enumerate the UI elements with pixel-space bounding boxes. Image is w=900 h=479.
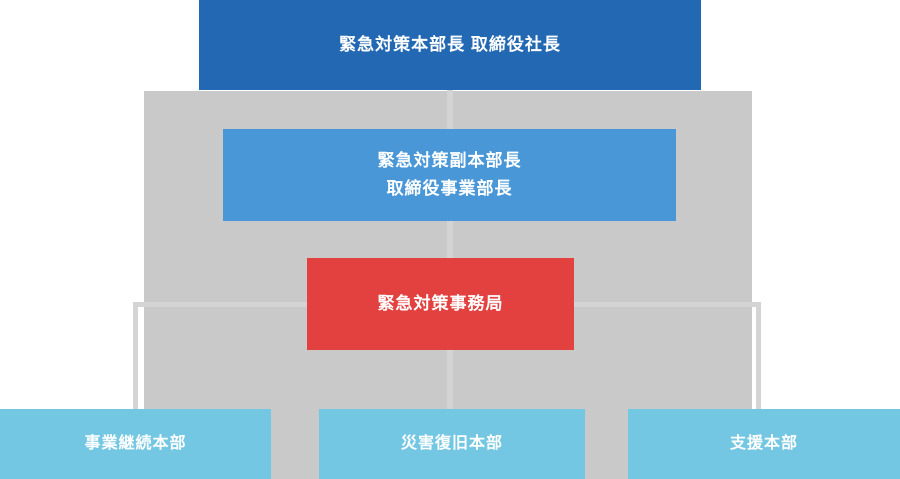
node-hq-chief: 緊急対策本部長 取締役社長 — [199, 0, 701, 90]
node-division-support-label: 支援本部 — [729, 435, 798, 452]
connector-branch-right-v — [756, 302, 761, 409]
node-division-disaster-recovery: 災害復旧本部 — [319, 409, 585, 479]
node-secretariat: 緊急対策事務局 — [307, 258, 574, 350]
node-secretariat-label: 緊急対策事務局 — [377, 294, 504, 313]
node-division-disaster-recovery-label: 災害復旧本部 — [400, 435, 503, 452]
connector-branch-right-h — [574, 302, 761, 307]
node-deputy-chief: 緊急対策副本部長 取締役事業部長 — [223, 129, 676, 221]
node-division-business-continuity: 事業継続本部 — [0, 409, 271, 479]
connector-branch-left-h — [133, 302, 307, 307]
node-division-support: 支援本部 — [628, 409, 900, 479]
node-division-business-continuity-label: 事業継続本部 — [84, 435, 187, 452]
connector-branch-left-v — [133, 302, 138, 409]
connector-deputy-to-office — [447, 221, 453, 258]
node-hq-chief-label: 緊急対策本部長 取締役社長 — [339, 35, 561, 54]
connector-office-to-division2 — [447, 350, 453, 409]
node-deputy-chief-label-line2: 取締役事業部長 — [386, 179, 513, 198]
connector-head-to-deputy — [447, 90, 453, 129]
node-deputy-chief-label-line1: 緊急対策副本部長 — [377, 151, 522, 170]
